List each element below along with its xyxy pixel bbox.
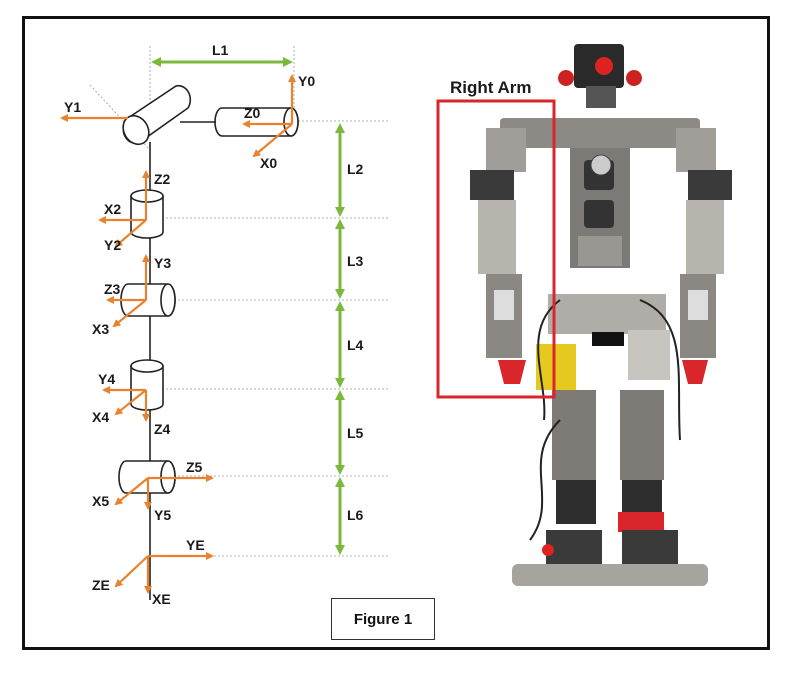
axis-label-x2: X2 (104, 201, 121, 217)
axis-label-ze: ZE (92, 577, 110, 593)
reference-lines (89, 46, 390, 557)
l4-label: L4 (347, 337, 364, 353)
axis-label-y2: Y2 (104, 237, 121, 253)
axis-label-ye: YE (186, 537, 205, 553)
axis-label-z2: Z2 (154, 171, 171, 187)
right-arm-label: Right Arm (450, 78, 532, 97)
figure-frame (22, 16, 770, 650)
humanoid-robot-image (470, 44, 732, 586)
axis-label-y5: Y5 (154, 507, 171, 523)
l1-label: L1 (212, 42, 229, 58)
axis-label-x3: X3 (92, 321, 109, 337)
l6-label: L6 (347, 507, 364, 523)
axis-label-x4: X4 (92, 409, 109, 425)
axis-label-z5: Z5 (186, 459, 203, 475)
axis-label-x0: X0 (260, 155, 277, 171)
axis-label-x5: X5 (92, 493, 109, 509)
l5-label: L5 (347, 425, 364, 441)
l2-label: L2 (347, 161, 364, 177)
coordinate-axes (60, 74, 296, 594)
axis-label-xe: XE (152, 591, 171, 607)
axis-label-y0: Y0 (298, 73, 315, 89)
axis-label-z0: Z0 (244, 105, 261, 121)
axis-label-y4: Y4 (98, 371, 115, 387)
joint-1 (122, 84, 192, 146)
joint-0 (214, 107, 299, 137)
axis-label-y1: Y1 (64, 99, 81, 115)
axis-label-y3: Y3 (154, 255, 171, 271)
right-arm-highlight-box (436, 99, 556, 399)
joint-4 (130, 359, 164, 411)
l3-label: L3 (347, 253, 364, 269)
axis-label-z4: Z4 (154, 421, 171, 437)
figure-caption: Figure 1 (331, 598, 435, 640)
axis-label-z3: Z3 (104, 281, 121, 297)
